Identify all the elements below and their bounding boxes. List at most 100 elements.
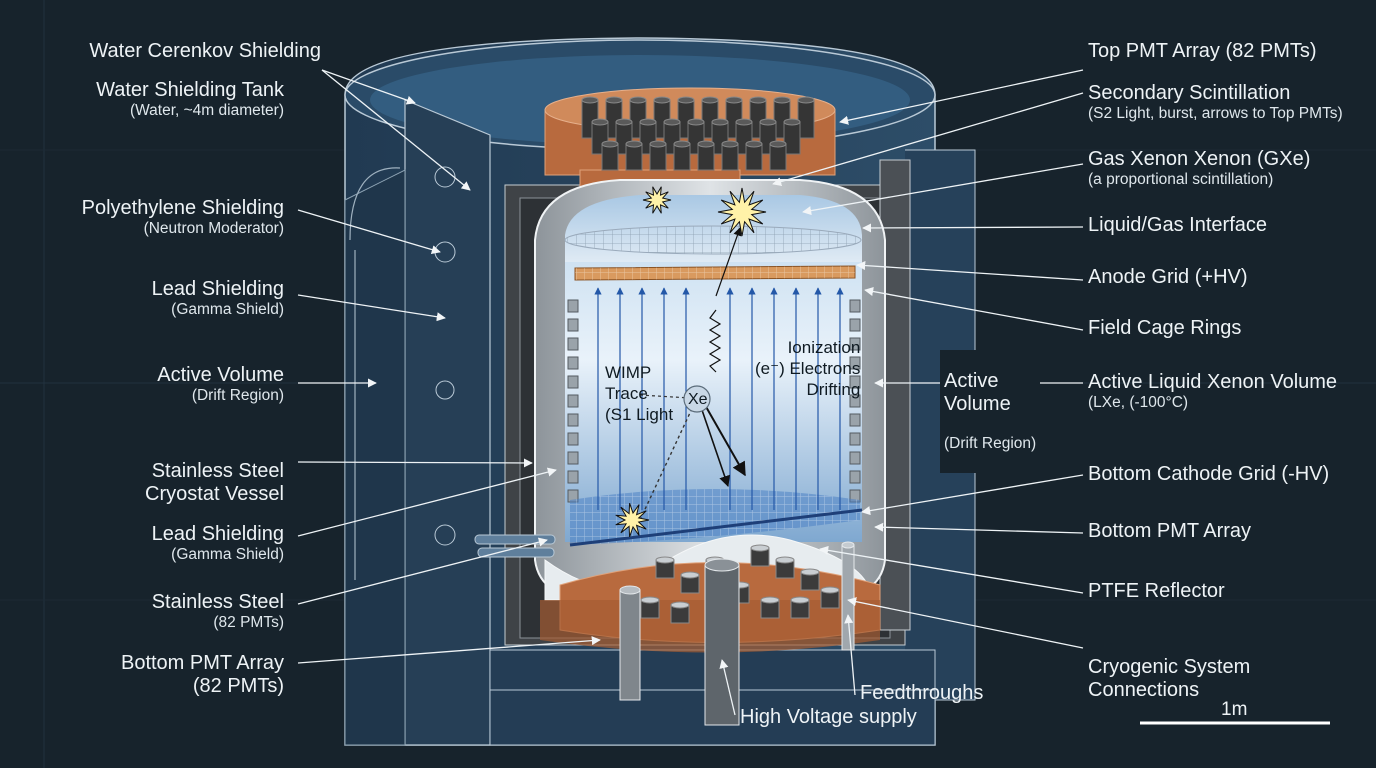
leader-water-cerenkov xyxy=(321,69,416,105)
top-pmt-cap xyxy=(677,96,695,104)
label-bottom-pmt-array-left: Bottom PMT Array (82 PMTs) xyxy=(120,652,284,697)
top-pmt-cap xyxy=(663,118,681,126)
feedthrough-pipes xyxy=(474,534,855,726)
bottom-pmt-cap xyxy=(800,568,820,576)
label-active-volume-center: Active Volume (Drift Region) xyxy=(940,350,1041,473)
leader-gxe xyxy=(802,163,1084,216)
top-pmt xyxy=(769,143,787,171)
field-cage-ring-right xyxy=(849,299,861,313)
top-pmt-cap xyxy=(783,118,801,126)
leader-ptfe xyxy=(819,545,1084,594)
label-feedthroughs: Feedthroughs xyxy=(860,682,984,704)
drift-field-lines xyxy=(594,287,844,510)
bottom-pmt-cap xyxy=(775,556,795,564)
bottom-pmt-cap xyxy=(760,596,780,604)
field-cage-ring-right xyxy=(849,337,861,351)
leader-high-voltage xyxy=(719,659,736,716)
top-pmt-cap xyxy=(591,118,609,126)
leader-stainless-2 xyxy=(297,537,548,605)
leader-interface xyxy=(862,223,1084,233)
top-pmt xyxy=(649,143,667,171)
field-cage-ring-left xyxy=(567,299,579,313)
field-cage-ring-right xyxy=(849,394,861,408)
label-active-volume-left: Active Volume (Drift Region) xyxy=(157,364,284,404)
top-pmt-cap xyxy=(797,96,815,104)
top-pmt-cap xyxy=(615,118,633,126)
label-top-pmt-array: Top PMT Array (82 PMTs) xyxy=(1088,40,1317,62)
burst-s2-small xyxy=(642,186,672,214)
field-cage-ring-right xyxy=(849,318,861,332)
field-cage-ring-left xyxy=(567,413,579,427)
label-lead-shielding-1: Lead Shielding (Gamma Shield) xyxy=(151,278,284,318)
field-cage-ring-right xyxy=(849,413,861,427)
bottom-pmt-cap xyxy=(640,596,660,604)
label-bottom-cathode-grid: Bottom Cathode Grid (-HV) xyxy=(1088,463,1330,485)
burst-s2-large xyxy=(717,187,767,237)
label-anode-grid: Anode Grid (+HV) xyxy=(1088,266,1248,288)
label-bottom-pmt-array-right: Bottom PMT Array xyxy=(1088,520,1252,542)
label-secondary-scintillation: Secondary Scintillation (S2 Light, burst… xyxy=(1088,82,1343,122)
label-ionization: Ionization (e⁻) Electrons Drifting xyxy=(755,338,861,399)
label-water-cerenkov-shielding: Water Cerenkov Shielding xyxy=(89,40,321,62)
label-xe: Xe xyxy=(688,391,708,408)
leader-field-cage xyxy=(864,287,1084,331)
leader-feedthroughs xyxy=(844,614,856,696)
label-wimp-trace: WIMP Trace (S1 Light xyxy=(605,363,674,424)
scale-bar-label: 1m xyxy=(1221,699,1248,720)
top-pmt-cap xyxy=(759,118,777,126)
field-cage-ring-left xyxy=(567,356,579,370)
leader-anode xyxy=(856,261,1084,281)
leader-cryostat xyxy=(297,458,533,468)
field-cage-ring-left xyxy=(567,337,579,351)
field-cage-ring-right xyxy=(849,356,861,370)
leader-water-cerenkov-2 xyxy=(321,69,471,191)
top-pmt-cap xyxy=(735,118,753,126)
bottom-pmt-cap xyxy=(655,556,675,564)
field-cage-ring-left xyxy=(567,375,579,389)
top-pmt-cap xyxy=(711,118,729,126)
top-pmt-cap xyxy=(605,96,623,104)
top-pmt xyxy=(697,143,715,171)
label-high-voltage: High Voltage supply xyxy=(740,706,917,728)
top-pmt-cap xyxy=(581,96,599,104)
field-cage-ring-right xyxy=(849,375,861,389)
top-pmt-cap xyxy=(773,96,791,104)
leader-s2 xyxy=(772,92,1084,187)
leader-cathode xyxy=(861,474,1084,516)
burst-s1 xyxy=(615,503,650,537)
field-cage-ring-left xyxy=(567,394,579,408)
field-cage-ring-left xyxy=(567,451,579,465)
xe-nucleus xyxy=(683,385,711,413)
label-ptfe-reflector: PTFE Reflector xyxy=(1088,580,1225,602)
label-stainless-steel-2: Stainless Steel (82 PMTs) xyxy=(151,591,284,631)
top-pmt-cap xyxy=(687,118,705,126)
leader-bottom-pmt-left xyxy=(297,636,601,664)
top-pmt-cap xyxy=(673,140,691,148)
top-pmt-cap xyxy=(639,118,657,126)
leader-lines xyxy=(297,69,1084,716)
top-pmt-cap xyxy=(769,140,787,148)
top-pmt-cap xyxy=(653,96,671,104)
field-cage-ring-right xyxy=(849,432,861,446)
top-pmt-cap xyxy=(745,140,763,148)
label-liquid-gas-interface: Liquid/Gas Interface xyxy=(1088,214,1267,236)
leader-top-pmt xyxy=(839,69,1084,125)
top-pmt xyxy=(721,143,739,171)
bottom-pmt-cap xyxy=(790,596,810,604)
bottom-pmt-cap xyxy=(670,601,690,609)
label-polyethylene-shielding: Polyethylene Shielding (Neutron Moderato… xyxy=(81,197,284,237)
field-cage-ring-right xyxy=(849,470,861,484)
top-pmt xyxy=(601,143,619,171)
interaction-tracks xyxy=(639,227,746,521)
top-pmt-cap xyxy=(749,96,767,104)
field-cage-ring-left xyxy=(567,470,579,484)
label-stainless-steel-cryostat: Stainless Steel Cryostat Vessel xyxy=(145,460,284,506)
bottom-pmt-cap xyxy=(680,571,700,579)
field-cage-ring-right xyxy=(849,451,861,465)
leader-bottom-pmt-right xyxy=(874,522,1084,534)
label-gas-xenon: Gas Xenon Xenon (GXe) (a proportional sc… xyxy=(1088,148,1311,188)
bottom-pmt-cap xyxy=(820,586,840,594)
top-pmt-cap xyxy=(649,140,667,148)
